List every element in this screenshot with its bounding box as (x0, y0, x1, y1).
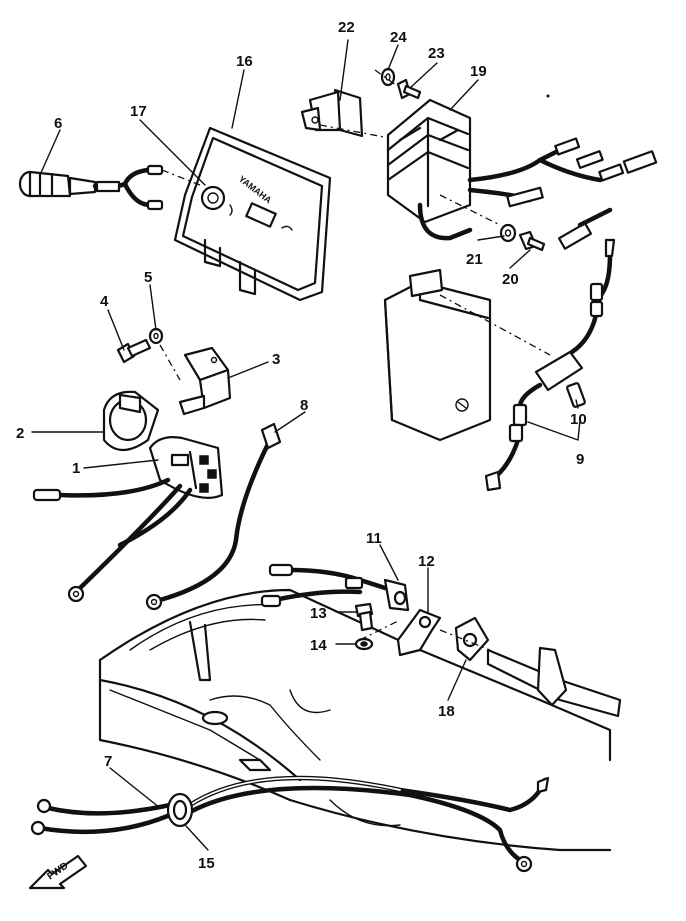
relay-wires (32, 477, 193, 603)
grommet-15 (166, 792, 194, 828)
callout-6: 6 (54, 115, 62, 132)
callout-17: 17 (130, 103, 147, 120)
callout-16: 16 (236, 53, 253, 70)
bolt-4 (116, 338, 152, 364)
callout-22: 22 (338, 19, 355, 36)
callout-13: 13 (310, 605, 327, 622)
fuse-holder-9 (484, 238, 616, 492)
callout-4: 4 (100, 293, 109, 310)
control-panel-housing: YAMAHA (173, 126, 332, 302)
bracket-22 (300, 88, 401, 141)
callout-7: 7 (104, 753, 112, 770)
sensor-11 (260, 563, 410, 612)
callout-24: 24 (390, 29, 407, 46)
callout-20: 20 (502, 271, 519, 288)
callout-12: 12 (418, 553, 435, 570)
washer-14 (354, 637, 374, 651)
washer-21 (499, 223, 517, 243)
fwd-arrow-icon: FWD (28, 854, 88, 890)
stray-dot (546, 94, 550, 98)
bolt-20 (518, 230, 546, 252)
battery-lead-8 (145, 422, 282, 611)
callout-5: 5 (144, 269, 152, 286)
callout-1: 1 (72, 460, 80, 477)
bracket-3 (159, 344, 232, 416)
stop-switch (18, 164, 201, 211)
junction-box-cover (383, 268, 551, 442)
clamp-2 (102, 390, 160, 452)
callout-3: 3 (272, 351, 280, 368)
callout-15: 15 (198, 855, 215, 872)
bracket-12 (359, 608, 442, 657)
callout-2: 2 (16, 425, 24, 442)
callout-23: 23 (428, 45, 445, 62)
throttle-arm-18 (439, 616, 622, 718)
callout-9: 9 (576, 451, 584, 468)
fuse-10 (566, 382, 586, 408)
callout-10: 10 (570, 411, 587, 428)
callout-18: 18 (438, 703, 455, 720)
callout-11: 11 (366, 530, 382, 547)
wire-harness-7 (30, 775, 550, 873)
callout-21: 21 (466, 251, 483, 268)
bolt-23 (374, 69, 422, 100)
rectifier-19 (386, 98, 658, 250)
callout-19: 19 (470, 63, 487, 80)
callout-14: 14 (310, 637, 327, 654)
relay-1 (148, 436, 224, 499)
callout-8: 8 (300, 397, 308, 414)
leader-lines (31, 39, 581, 851)
bolt-13 (354, 602, 374, 632)
washer-5 (148, 327, 164, 345)
